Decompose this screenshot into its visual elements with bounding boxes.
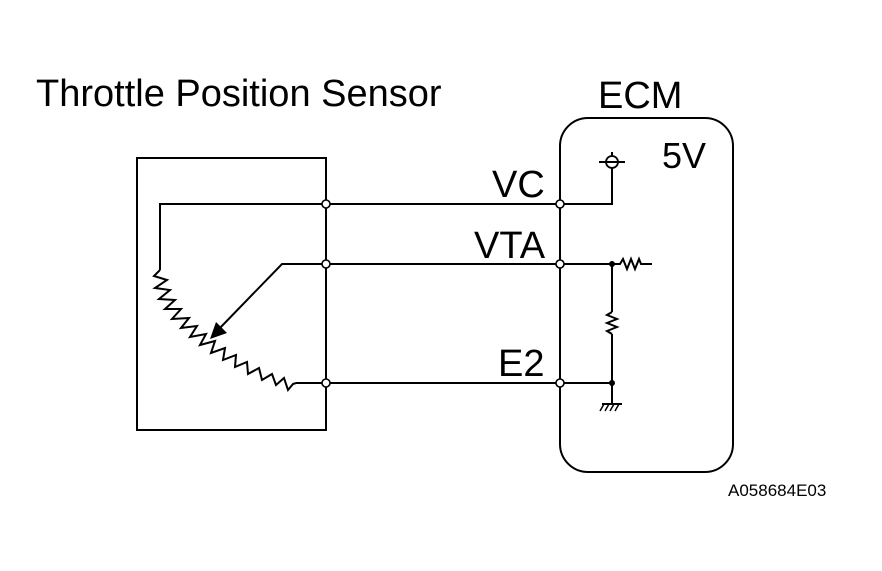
ecm-label: ECM <box>598 75 682 117</box>
terminal-vc-label: VC <box>492 164 545 206</box>
supply-voltage-label: 5V <box>662 135 706 176</box>
terminal-e2-label: E2 <box>498 343 544 385</box>
sensor-terminal-vta <box>321 259 331 269</box>
ecm-box <box>559 117 734 473</box>
wiper-arrow-icon <box>210 263 326 339</box>
ecm-terminal-vta <box>555 259 565 269</box>
ecm-terminal-vc <box>555 199 565 209</box>
sensor-resistor-track-icon <box>152 269 297 393</box>
vertical-resistor-icon <box>604 264 620 383</box>
power-source-icon <box>599 152 625 172</box>
pullup-resistor-icon <box>612 256 652 272</box>
figure-id: A058684E03 <box>728 481 826 500</box>
vc-wire <box>159 168 613 270</box>
sensor-terminal-vc <box>321 199 331 209</box>
junction-dot <box>609 380 615 386</box>
sensor-terminal-e2 <box>321 378 331 388</box>
sensor-box <box>136 157 327 431</box>
ecm-terminal-e2 <box>555 378 565 388</box>
ground-icon <box>599 383 622 412</box>
sensor-title: Throttle Position Sensor <box>36 73 442 115</box>
terminal-vta-label: VTA <box>474 225 546 267</box>
junction-dot <box>609 261 615 267</box>
